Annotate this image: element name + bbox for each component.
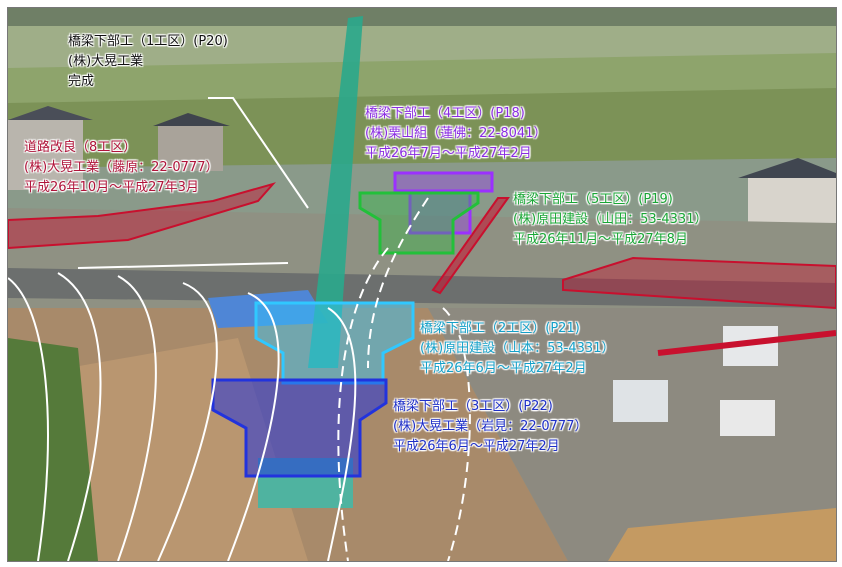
red-strip-right [657, 330, 836, 356]
house-left-2 [158, 126, 223, 171]
bottom-soil [608, 508, 836, 561]
house-left-2-roof [153, 113, 230, 126]
house-right-roof [738, 158, 836, 178]
vegetation [8, 338, 98, 561]
label-p20-line3: 完成 [68, 74, 95, 89]
foreground-road [428, 308, 836, 561]
label-p18: 橋梁下部工（4工区）(P18) (株)栗山組（蓮佛：22-8041） 平成26年… [365, 104, 546, 164]
label-road8-line1: 道路改良（8工区） [24, 140, 137, 155]
house-left-roof [8, 106, 93, 120]
red-strip-p19 [431, 197, 510, 295]
crane-boom [308, 16, 363, 368]
annotation-curves [8, 97, 471, 561]
label-p19-line1: 橋梁下部工（5工区）(P19) [513, 192, 673, 207]
label-p18-line3: 平成26年7月～平成27年2月 [365, 146, 532, 161]
label-p21-line1: 橋梁下部工（2工区）(P21) [420, 321, 580, 336]
label-p22-line2: (株)大晃工業（岩見：22-0777） [393, 419, 588, 434]
label-p22: 橋梁下部工（3工区）(P22) (株)大晃工業（岩見：22-0777） 平成26… [393, 397, 587, 457]
truck [720, 400, 775, 436]
label-p18-line2: (株)栗山組（蓮佛：22-8041） [365, 126, 547, 141]
label-road8-line3: 平成26年10月～平成27年3月 [24, 180, 199, 195]
house-left [8, 120, 83, 190]
site-photo-frame: 橋梁下部工（1工区）(P20) (株)大晃工業 完成 道路改良（8工区） (株)… [7, 7, 837, 562]
label-p19: 橋梁下部工（5工区）(P19) (株)原田建設（山田：53-4331） 平成26… [513, 190, 707, 250]
pier-p18-purple [393, 171, 494, 235]
pier-p22-blue [211, 378, 388, 478]
label-p19-line2: (株)原田建設（山田：53-4331） [513, 212, 708, 227]
label-p22-line3: 平成26年6月～平成27年2月 [393, 439, 560, 454]
label-p20-line2: (株)大晃工業 [68, 54, 144, 69]
label-p20: 橋梁下部工（1工区）(P20) (株)大晃工業 完成 [68, 32, 228, 92]
label-p18-line1: 橋梁下部工（4工区）(P18) [365, 106, 525, 121]
red-zone-right [562, 256, 836, 310]
pier-p19-green [358, 191, 480, 255]
label-p19-line3: 平成26年11月～平成27年8月 [513, 232, 688, 247]
label-p22-line1: 橋梁下部工（3工区）(P22) [393, 399, 553, 414]
red-zone-road8 [8, 182, 277, 250]
construction-site-photo [8, 8, 836, 561]
label-p21: 橋梁下部工（2工区）(P21) (株)原田建設（山本：53-4331） 平成26… [420, 319, 614, 379]
label-p21-line2: (株)原田建設（山本：53-4331） [420, 341, 615, 356]
label-p21-line3: 平成26年6月～平成27年2月 [420, 361, 587, 376]
site-office [613, 380, 668, 422]
label-road8: 道路改良（8工区） (株)大晃工業（藤原：22-0777） 平成26年10月～平… [24, 138, 218, 198]
tree-line [8, 8, 836, 26]
label-p20-line1: 橋梁下部工（1工区）(P20) [68, 34, 228, 49]
label-road8-line2: (株)大晃工業（藤原：22-0777） [24, 160, 219, 175]
